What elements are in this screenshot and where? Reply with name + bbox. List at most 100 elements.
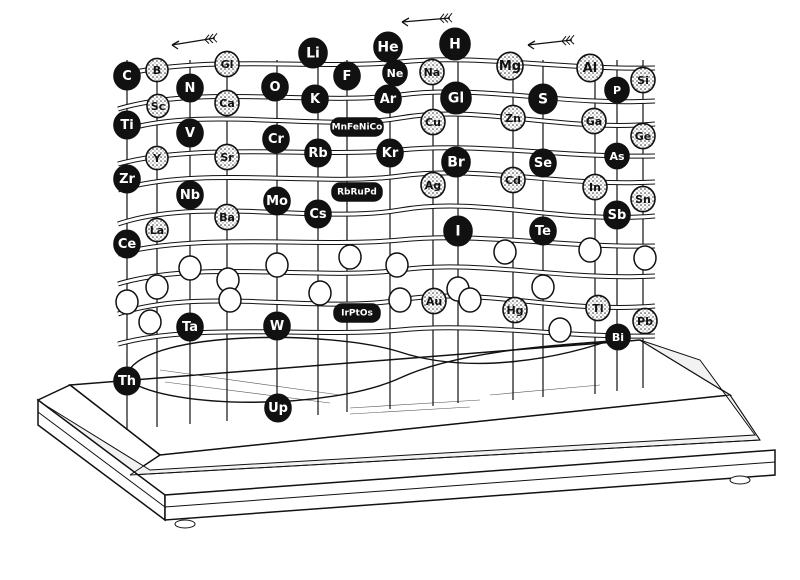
element-label: Tl bbox=[592, 302, 603, 315]
empty-element-ball bbox=[219, 288, 241, 312]
element-ball-sn: Sn bbox=[631, 186, 655, 211]
empty-element-ball bbox=[179, 256, 201, 280]
element-label: La bbox=[150, 224, 164, 237]
element-label: Al bbox=[583, 61, 598, 76]
element-label: Cr bbox=[268, 132, 285, 147]
element-label: Ge bbox=[635, 130, 652, 143]
arrow-left-icon bbox=[528, 35, 574, 49]
element-ball-rb: Rb bbox=[305, 139, 331, 166]
element-label: Mo bbox=[266, 194, 288, 209]
element-label: Ti bbox=[120, 118, 133, 133]
element-ball-sb: Sb bbox=[604, 201, 630, 228]
element-ball-f: F bbox=[334, 62, 360, 89]
element-ball-gl2: Gl bbox=[441, 82, 471, 114]
empty-element-ball bbox=[339, 245, 361, 269]
element-ball-in: In bbox=[583, 174, 607, 199]
element-ball-te: Te bbox=[530, 217, 556, 244]
element-label: Cd bbox=[505, 174, 521, 187]
empty-element-ball bbox=[266, 253, 288, 277]
element-ball-ba: Ba bbox=[215, 204, 239, 229]
element-label: Ar bbox=[380, 92, 397, 107]
element-label: Ag bbox=[425, 179, 441, 192]
element-ball-gl1: Gl bbox=[215, 51, 239, 76]
element-ball-th: Th bbox=[114, 367, 140, 394]
element-label: Ba bbox=[219, 211, 235, 224]
element-label: Nb bbox=[180, 188, 200, 203]
element-label: Na bbox=[424, 66, 441, 79]
element-label: F bbox=[343, 69, 352, 84]
element-ball-se: Se bbox=[530, 149, 556, 176]
element-ball-b: B bbox=[146, 58, 168, 81]
element-label: He bbox=[377, 40, 398, 56]
element-label: Rb bbox=[308, 146, 327, 161]
element-ball-ge: Ge bbox=[631, 123, 655, 148]
element-ball-mg: Mg bbox=[497, 52, 523, 79]
element-label: Zn bbox=[505, 112, 521, 125]
empty-element-ball bbox=[459, 288, 481, 312]
element-label: As bbox=[609, 150, 625, 163]
element-label: Ne bbox=[387, 67, 404, 80]
empty-element-ball bbox=[139, 310, 161, 334]
element-ball-ga: Ga bbox=[582, 108, 606, 133]
element-ball-tl: Tl bbox=[586, 295, 610, 320]
element-label: O bbox=[269, 80, 280, 95]
element-ball-as: As bbox=[605, 143, 629, 168]
element-ball-sr: Sr bbox=[215, 144, 239, 169]
empty-element-ball bbox=[389, 288, 411, 312]
element-label: IrPtOs bbox=[341, 309, 373, 319]
element-label: Pb bbox=[637, 315, 653, 328]
element-label: Li bbox=[306, 46, 320, 62]
element-label: Kr bbox=[382, 146, 399, 161]
arrow-left-icon bbox=[402, 13, 452, 26]
element-ball-h: H bbox=[440, 28, 470, 60]
empty-element-ball bbox=[532, 275, 554, 299]
element-label: I bbox=[455, 224, 460, 240]
element-ball-kr: Kr bbox=[377, 139, 403, 166]
element-ball-cr: Cr bbox=[263, 125, 289, 152]
empty-element-ball bbox=[146, 275, 168, 299]
element-ball-na: Na bbox=[420, 59, 444, 84]
element-ball-bi: Bi bbox=[606, 324, 630, 349]
element-ball-la: La bbox=[146, 218, 168, 241]
element-label: RbRuPd bbox=[337, 188, 377, 198]
element-ball-ca: Ca bbox=[215, 90, 239, 115]
element-label: Gl bbox=[221, 58, 234, 71]
element-label: Ga bbox=[586, 115, 602, 128]
element-label: Sb bbox=[608, 208, 627, 223]
element-label: Zr bbox=[119, 172, 135, 187]
element-ball-ti: Ti bbox=[114, 111, 140, 138]
element-label: Y bbox=[152, 152, 162, 165]
element-ball-v: V bbox=[177, 119, 203, 146]
element-ball-au: Au bbox=[422, 288, 446, 313]
element-ball-ar: Ar bbox=[375, 85, 401, 112]
element-ball-y: Y bbox=[146, 146, 168, 169]
element-label: Cu bbox=[425, 116, 441, 129]
element-ball-ta: Ta bbox=[177, 313, 203, 340]
element-ball-s: S bbox=[529, 84, 557, 113]
empty-element-ball bbox=[549, 318, 571, 342]
element-label: Th bbox=[118, 374, 136, 389]
element-label: Hg bbox=[506, 304, 523, 317]
element-ball-i: I bbox=[444, 216, 472, 245]
element-ball-ag: Ag bbox=[421, 172, 445, 197]
element-ball-nb: Nb bbox=[177, 181, 203, 208]
element-ball-up: Up bbox=[265, 394, 291, 421]
element-label: Te bbox=[535, 224, 551, 239]
element-label: B bbox=[153, 64, 161, 77]
empty-element-ball bbox=[386, 253, 408, 277]
element-ball-zr: Zr bbox=[114, 165, 140, 192]
element-ball-zn: Zn bbox=[501, 105, 525, 130]
element-label: Au bbox=[426, 295, 442, 308]
element-label: Ce bbox=[118, 237, 137, 252]
element-label: Cs bbox=[309, 207, 327, 222]
element-ball-k: K bbox=[302, 85, 328, 112]
element-label: Sc bbox=[151, 100, 165, 113]
element-ball-mnfenico: MnFeNiCo bbox=[331, 118, 383, 136]
empty-element-ball bbox=[494, 240, 516, 264]
element-ball-br: Br bbox=[442, 147, 470, 176]
element-label: H bbox=[449, 37, 461, 53]
element-label: S bbox=[538, 92, 548, 108]
element-ball-hg: Hg bbox=[503, 297, 527, 322]
element-label: W bbox=[270, 319, 284, 334]
